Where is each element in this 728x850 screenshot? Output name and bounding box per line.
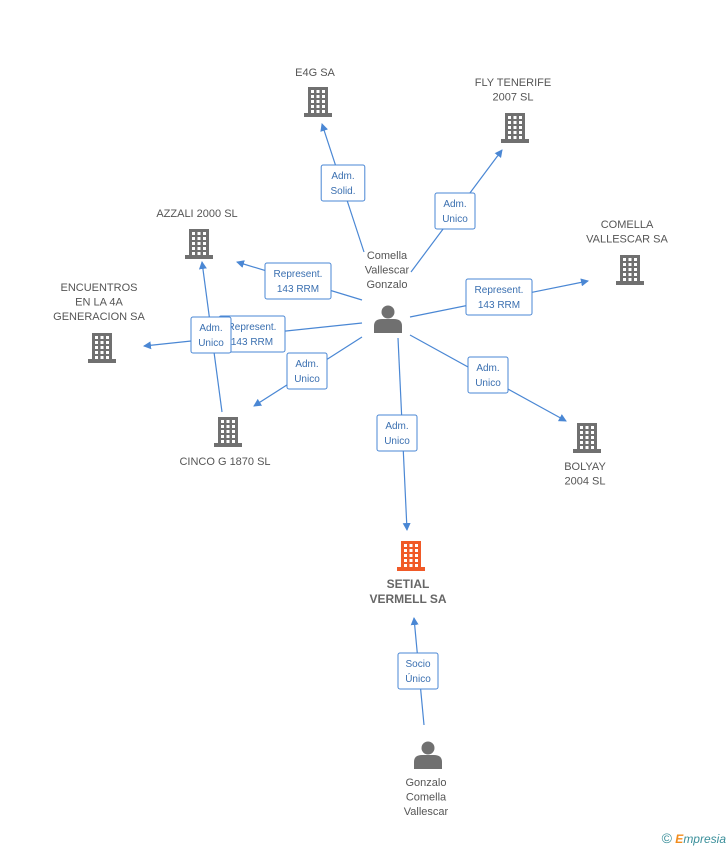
edge-label-box [190, 316, 232, 354]
building-icon [214, 417, 242, 447]
node-label: BOLYAY [564, 461, 606, 473]
edge-label-text: Adm. [331, 171, 354, 182]
edge-label[interactable]: Adm. Unico [376, 414, 418, 452]
edge-label-text: Represent. [228, 322, 277, 333]
node-label: Comella [406, 792, 447, 804]
building-icon [501, 113, 529, 143]
node-label: Gonzalo [406, 777, 447, 789]
edge-label-box [465, 278, 533, 316]
edge-label-text: 143 RRM [478, 300, 520, 311]
node-bolyay[interactable]: BOLYAY 2004 SL [564, 423, 606, 488]
node-label: 2004 SL [565, 476, 606, 488]
node-label: 2007 SL [493, 92, 534, 104]
edge-label-text: Solid. [330, 186, 355, 197]
node-label: VERMELL SA [369, 592, 446, 606]
node-label: ENCUENTROS [60, 282, 137, 294]
node-label: Comella [367, 250, 408, 262]
edge-label-box [376, 414, 418, 452]
edge-label[interactable]: Adm. Unico [467, 356, 509, 394]
building-icon [88, 333, 116, 363]
edge-label-text: Adm. [476, 363, 499, 374]
node-encuentros[interactable]: ENCUENTROS EN LA 4A GENERACION SA [53, 282, 146, 363]
node-label: SETIAL [387, 577, 430, 591]
node-label: Gonzalo [367, 279, 408, 291]
edge-label[interactable]: Adm. Solid. [320, 164, 366, 202]
person-icon [414, 741, 442, 769]
node-label: EN LA 4A [75, 297, 123, 309]
edge-label-text: Unico [384, 436, 410, 447]
edge-label-text: Adm. [385, 421, 408, 432]
edge-label-box [320, 164, 366, 202]
edge-label[interactable]: Adm. Unico [286, 352, 328, 390]
node-label: Vallescar [365, 265, 410, 277]
edge-label-box [264, 262, 332, 300]
edge-label-text: Represent. [274, 269, 323, 280]
empresia-logo: © Empresia [662, 830, 726, 846]
building-icon [185, 229, 213, 259]
node-fly[interactable]: FLY TENERIFE 2007 SL [475, 77, 551, 143]
edge-label-text: Unico [442, 214, 468, 225]
edge-label-text: Unico [475, 378, 501, 389]
edge-label-text: 143 RRM [231, 337, 273, 348]
node-label: CINCO G 1870 SL [179, 456, 270, 468]
edge-label-text: Adm. [295, 359, 318, 370]
nodes-layer: E4G SA FLY TENERIFE 2007 SL COMELLA VALLESCA… [53, 67, 668, 818]
node-comella[interactable]: COMELLA VALLESCAR SA [586, 219, 669, 285]
edge-label-text: Represent. [475, 285, 524, 296]
edge-label-box [397, 652, 439, 690]
edge-label-box [286, 352, 328, 390]
node-label: E4G SA [295, 67, 335, 79]
logo-initial: E [675, 832, 684, 846]
node-azzali[interactable]: AZZALI 2000 SL [156, 208, 238, 259]
edge-label-text: Unico [294, 374, 320, 385]
edge-label-text: Socio [405, 659, 430, 670]
edge-label[interactable]: Adm. Unico [190, 316, 232, 354]
edge-label[interactable]: Adm. Unico [434, 192, 476, 230]
logo-wordmark: mpresia [683, 832, 726, 846]
building-icon [397, 541, 425, 571]
node-cinco[interactable]: CINCO G 1870 SL [179, 417, 271, 468]
node-label: VALLESCAR SA [586, 234, 668, 246]
person-icon [374, 305, 402, 333]
edge-label-box [467, 356, 509, 394]
edge-label-text: Adm. [199, 323, 222, 334]
edge-label-text: 143 RRM [277, 284, 319, 295]
node-label: FLY TENERIFE [475, 77, 551, 89]
node-label: COMELLA [601, 219, 654, 231]
building-icon [573, 423, 601, 453]
edge-label-text: Unico [198, 338, 224, 349]
node-e4g[interactable]: E4G SA [295, 67, 336, 117]
edge-label-text: Único [405, 672, 431, 685]
node-label: GENERACION SA [53, 311, 145, 323]
node-label: AZZALI 2000 SL [156, 208, 237, 220]
edge-label[interactable]: Represent. 143 RRM [465, 278, 533, 316]
building-icon [616, 255, 644, 285]
node-label: Vallescar [404, 806, 449, 818]
building-icon [304, 87, 332, 117]
edge-label[interactable]: Represent. 143 RRM [264, 262, 332, 300]
edge-label-text: Adm. [443, 199, 466, 210]
copyright-symbol: © [661, 830, 672, 846]
edge-label-box [434, 192, 476, 230]
